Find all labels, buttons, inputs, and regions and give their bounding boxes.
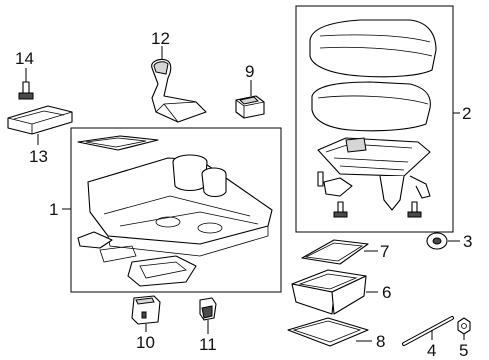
- callout-5: 5: [459, 341, 468, 360]
- armrest-assembly-box: [295, 5, 454, 233]
- callout-6: 6: [382, 283, 391, 302]
- callout-12: 12: [151, 29, 170, 48]
- part-8-liner: [287, 317, 372, 347]
- callout-4: 4: [427, 341, 436, 360]
- part-1-console-base: [62, 135, 273, 287]
- callout-3: 3: [463, 232, 472, 251]
- part-5-nut: [457, 317, 471, 340]
- part-7-mat: [301, 239, 378, 265]
- part-10-bracket: [131, 295, 161, 332]
- callout-2: 2: [462, 104, 471, 123]
- part-13-tray: [7, 105, 73, 145]
- callout-8: 8: [376, 332, 385, 351]
- callout-1: 1: [49, 200, 58, 219]
- callout-10: 10: [136, 333, 155, 352]
- part-3-grommet: [426, 232, 460, 250]
- callout-9: 9: [245, 62, 254, 81]
- part-12-shifter-trim: [151, 46, 207, 123]
- part-6-bin: [291, 269, 378, 315]
- callout-7: 7: [380, 242, 389, 261]
- part-2-armrest: [309, 19, 460, 218]
- part-14-bolt: [18, 68, 34, 100]
- console-assembly-box: [70, 127, 282, 293]
- callout-13: 13: [29, 147, 48, 166]
- callout-11: 11: [199, 335, 217, 354]
- part-9-switch: [235, 80, 265, 119]
- callout-14: 14: [15, 49, 34, 68]
- part-11-connector: [199, 297, 217, 334]
- part-4-rod: [402, 316, 454, 346]
